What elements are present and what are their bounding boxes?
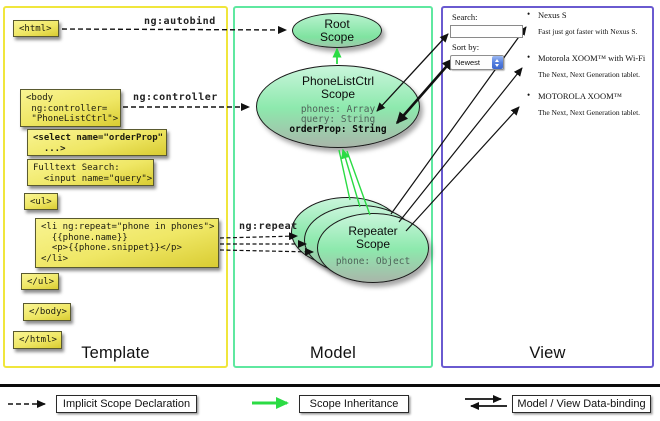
search-input[interactable] bbox=[450, 25, 523, 38]
view-column-label: View bbox=[529, 344, 566, 362]
phone-snippet: Fast just got faster with Nexus S. bbox=[538, 27, 638, 36]
phone-snippet: The Next, Next Generation tablet. bbox=[538, 70, 641, 79]
autobind-label: ng:autobind bbox=[144, 16, 216, 27]
html-close-tag-box: </html> bbox=[13, 331, 62, 349]
scope-prop-query: query: String bbox=[300, 114, 376, 125]
html-open-tag-box: <html> bbox=[13, 20, 59, 37]
root-scope-ellipse: Root Scope bbox=[292, 13, 382, 48]
sort-dropdown[interactable]: Newest bbox=[450, 55, 504, 70]
select-tag-box: <select name="orderProp" ...> bbox=[27, 129, 167, 156]
ul-close-tag-box: </ul> bbox=[21, 273, 59, 290]
phone-name: •MOTOROLA XOOM™ bbox=[527, 90, 622, 101]
sort-by-label: Sort by: bbox=[452, 42, 480, 52]
phone-list-item: •MOTOROLA XOOM™ The Next, Next Generatio… bbox=[527, 90, 655, 117]
scope-prop-phone: phone: Object bbox=[335, 256, 411, 267]
scope-prop-phones: phones: Array bbox=[300, 104, 376, 115]
scope-prop-orderprop: orderProp: String bbox=[289, 124, 387, 135]
legend-data-binding: Model / View Data-binding bbox=[512, 395, 651, 413]
search-label: Search: bbox=[452, 12, 478, 22]
legend-scope-inheritance: Scope Inheritance bbox=[299, 395, 409, 413]
legend-implicit-scope: Implicit Scope Declaration bbox=[56, 395, 197, 413]
li-repeat-box: <li ng:repeat="phone in phones"> {{phone… bbox=[35, 218, 219, 268]
controller-label: ng:controller bbox=[133, 92, 218, 103]
model-column-label: Model bbox=[310, 344, 356, 362]
bullet-icon: • bbox=[527, 90, 531, 100]
bullet-icon: • bbox=[527, 52, 531, 62]
model-column: Model bbox=[233, 6, 433, 368]
bullet-icon: • bbox=[527, 9, 531, 19]
repeater-scope-ellipse: Repeater Scope phone: Object bbox=[317, 213, 429, 283]
root-scope-title: Root Scope bbox=[319, 16, 355, 44]
phonelistctrl-scope-ellipse: PhoneListCtrl Scope phones: Array query:… bbox=[256, 65, 420, 148]
phone-name: •Motorola XOOM™ with Wi-Fi bbox=[527, 52, 646, 63]
sort-dropdown-value: Newest bbox=[455, 58, 481, 67]
phone-snippet: The Next, Next Generation tablet. bbox=[538, 108, 641, 117]
phone-list-item: •Nexus S Fast just got faster with Nexus… bbox=[527, 9, 655, 36]
template-column-label: Template bbox=[81, 344, 150, 362]
repeater-scope-title: Repeater Scope bbox=[348, 224, 398, 251]
phone-list-item: •Motorola XOOM™ with Wi-Fi The Next, Nex… bbox=[527, 52, 655, 79]
fulltext-search-box: Fulltext Search: <input name="query"> bbox=[27, 159, 154, 186]
phone-name: •Nexus S bbox=[527, 9, 567, 20]
dropdown-stepper-icon bbox=[491, 56, 503, 69]
phonelistctrl-scope-title: PhoneListCtrl Scope bbox=[301, 74, 375, 101]
legend-separator bbox=[0, 384, 660, 387]
body-close-tag-box: </body> bbox=[23, 303, 71, 321]
body-open-tag-box: <body ng:controller= "PhoneListCtrl"> bbox=[20, 89, 121, 127]
ul-open-tag-box: <ul> bbox=[24, 193, 58, 210]
repeat-label: ng:repeat bbox=[239, 221, 298, 232]
